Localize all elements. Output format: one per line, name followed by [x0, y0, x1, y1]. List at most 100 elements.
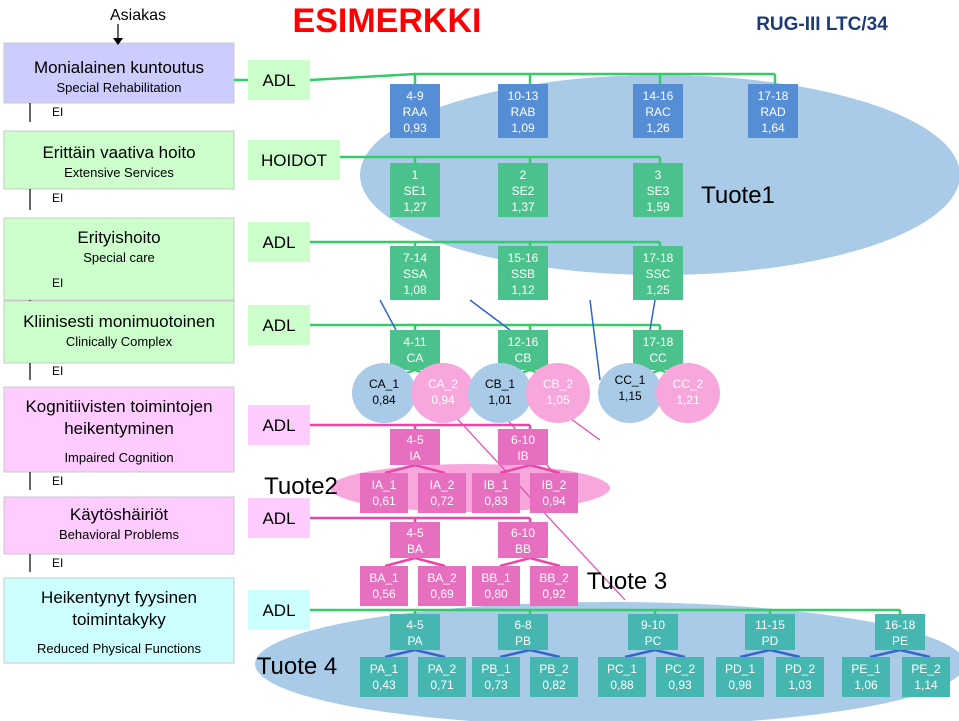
cat3-fi: Erityishoito [77, 228, 160, 247]
ib1-box [472, 473, 520, 513]
arrow-down-icon [113, 38, 123, 45]
ba1-box [360, 566, 408, 606]
ba1-value: 0,56 [372, 587, 396, 601]
cat6-en: Behavioral Problems [59, 527, 179, 542]
left-box-extensive-services [3, 130, 235, 190]
pa1-value: 0,43 [372, 678, 396, 692]
cat5-fi1: Kognitiivisten toimintojen [25, 397, 212, 416]
system-label: RUG-III LTC/34 [756, 14, 888, 35]
adl-label-6: ADL [262, 509, 295, 528]
ssa-adl: 7-14 [403, 251, 427, 265]
bb2-value: 0,92 [542, 587, 566, 601]
left-box-reduced-physical [3, 577, 235, 664]
rab-box [498, 84, 548, 138]
rad-adl: 17-18 [758, 89, 789, 103]
i-group-boxes [360, 473, 578, 513]
cat3-en: Special care [83, 250, 155, 265]
connector-lines [234, 72, 931, 659]
adl-box-4 [248, 305, 310, 345]
bb-code: BB [515, 542, 531, 556]
cc-adl: 17-18 [643, 335, 674, 349]
pb2-value: 0,82 [542, 678, 566, 692]
se3-code: SE3 [647, 184, 670, 198]
ia1-value: 0,61 [372, 494, 396, 508]
cc-box [633, 330, 683, 370]
pa2-value: 0,71 [430, 678, 454, 692]
adl-box-7 [248, 590, 310, 630]
pe2-box [902, 657, 950, 697]
cb1-ellipse [468, 363, 532, 423]
pb1-value: 0,73 [484, 678, 508, 692]
se2-box [498, 163, 548, 217]
cc-code: CC [649, 351, 667, 365]
pe-adl: 16-18 [885, 618, 916, 632]
ca-box [390, 330, 440, 370]
ei-6: EI [52, 556, 63, 570]
ia-box [390, 429, 440, 465]
cat7-fi1: Heikentynyt fyysinen [41, 588, 197, 607]
p-head-boxes [390, 614, 925, 650]
ca1-value: 0,84 [372, 393, 396, 407]
bb-adl: 6-10 [511, 526, 535, 540]
pd2-box [776, 657, 824, 697]
ssc-adl: 17-18 [643, 251, 674, 265]
pe1-value: 1,06 [854, 678, 878, 692]
rad-code: RAD [760, 105, 786, 119]
cat2-fi: Erittäin vaativa hoito [42, 143, 195, 162]
ssa-code: SSA [403, 267, 427, 281]
tuote1-label: Tuote1 [701, 182, 775, 209]
se2-code: SE2 [512, 184, 535, 198]
rac-value: 1,26 [646, 121, 670, 135]
ssc-code: SSC [646, 267, 671, 281]
se-boxes [390, 163, 683, 217]
pa-code: PA [407, 634, 422, 648]
pc1-value: 0,88 [610, 678, 634, 692]
cat5-en: Impaired Cognition [64, 450, 173, 465]
ei-1: EI [52, 105, 63, 119]
se3-adl: 3 [655, 168, 662, 182]
p-group-boxes [360, 657, 950, 697]
pd-adl: 11-15 [755, 618, 785, 632]
ba-code: BA [407, 542, 423, 556]
pa1-code: PA_1 [370, 662, 399, 676]
ei-3: EI [52, 276, 63, 290]
page-title: ESIMERKKI [293, 2, 482, 40]
pc1-code: PC_1 [607, 662, 637, 676]
pa-adl: 4-5 [406, 618, 424, 632]
asiakas-label: Asiakas [110, 7, 166, 24]
bb1-value: 0,80 [484, 587, 508, 601]
pd1-value: 0,98 [728, 678, 752, 692]
raa-code: RAA [403, 105, 428, 119]
ib-adl: 6-10 [511, 433, 535, 447]
ca-code: CA [407, 351, 424, 365]
pe2-value: 1,14 [914, 678, 938, 692]
cb2-value: 1,05 [546, 393, 570, 407]
pd2-code: PD_2 [785, 662, 815, 676]
se1-value: 1,27 [403, 200, 427, 214]
raa-adl: 4-9 [406, 89, 424, 103]
pc2-value: 0,93 [668, 678, 692, 692]
left-box-impaired-cognition [3, 386, 235, 473]
pb1-code: PB_1 [481, 662, 511, 676]
pb-box [498, 614, 548, 650]
raa-box [390, 84, 440, 138]
ba1-code: BA_1 [369, 571, 399, 585]
pb2-box [530, 657, 578, 697]
adl-box-6 [248, 498, 310, 538]
pd-box [745, 614, 795, 650]
rad-box [748, 84, 798, 138]
pe1-box [842, 657, 890, 697]
cc1-ellipse [598, 363, 662, 423]
adl-box-3 [248, 222, 310, 262]
rab-value: 1,09 [511, 121, 535, 135]
b-group-boxes [360, 566, 578, 606]
ssa-value: 1,08 [403, 283, 427, 297]
adl-label-4: ADL [262, 316, 295, 335]
pc-adl: 9-10 [641, 618, 665, 632]
ia2-box [418, 473, 466, 513]
cb-code: CB [515, 351, 532, 365]
adl-box-5 [248, 405, 310, 445]
ia2-code: IA_2 [430, 478, 455, 492]
ba-adl: 4-5 [406, 526, 424, 540]
